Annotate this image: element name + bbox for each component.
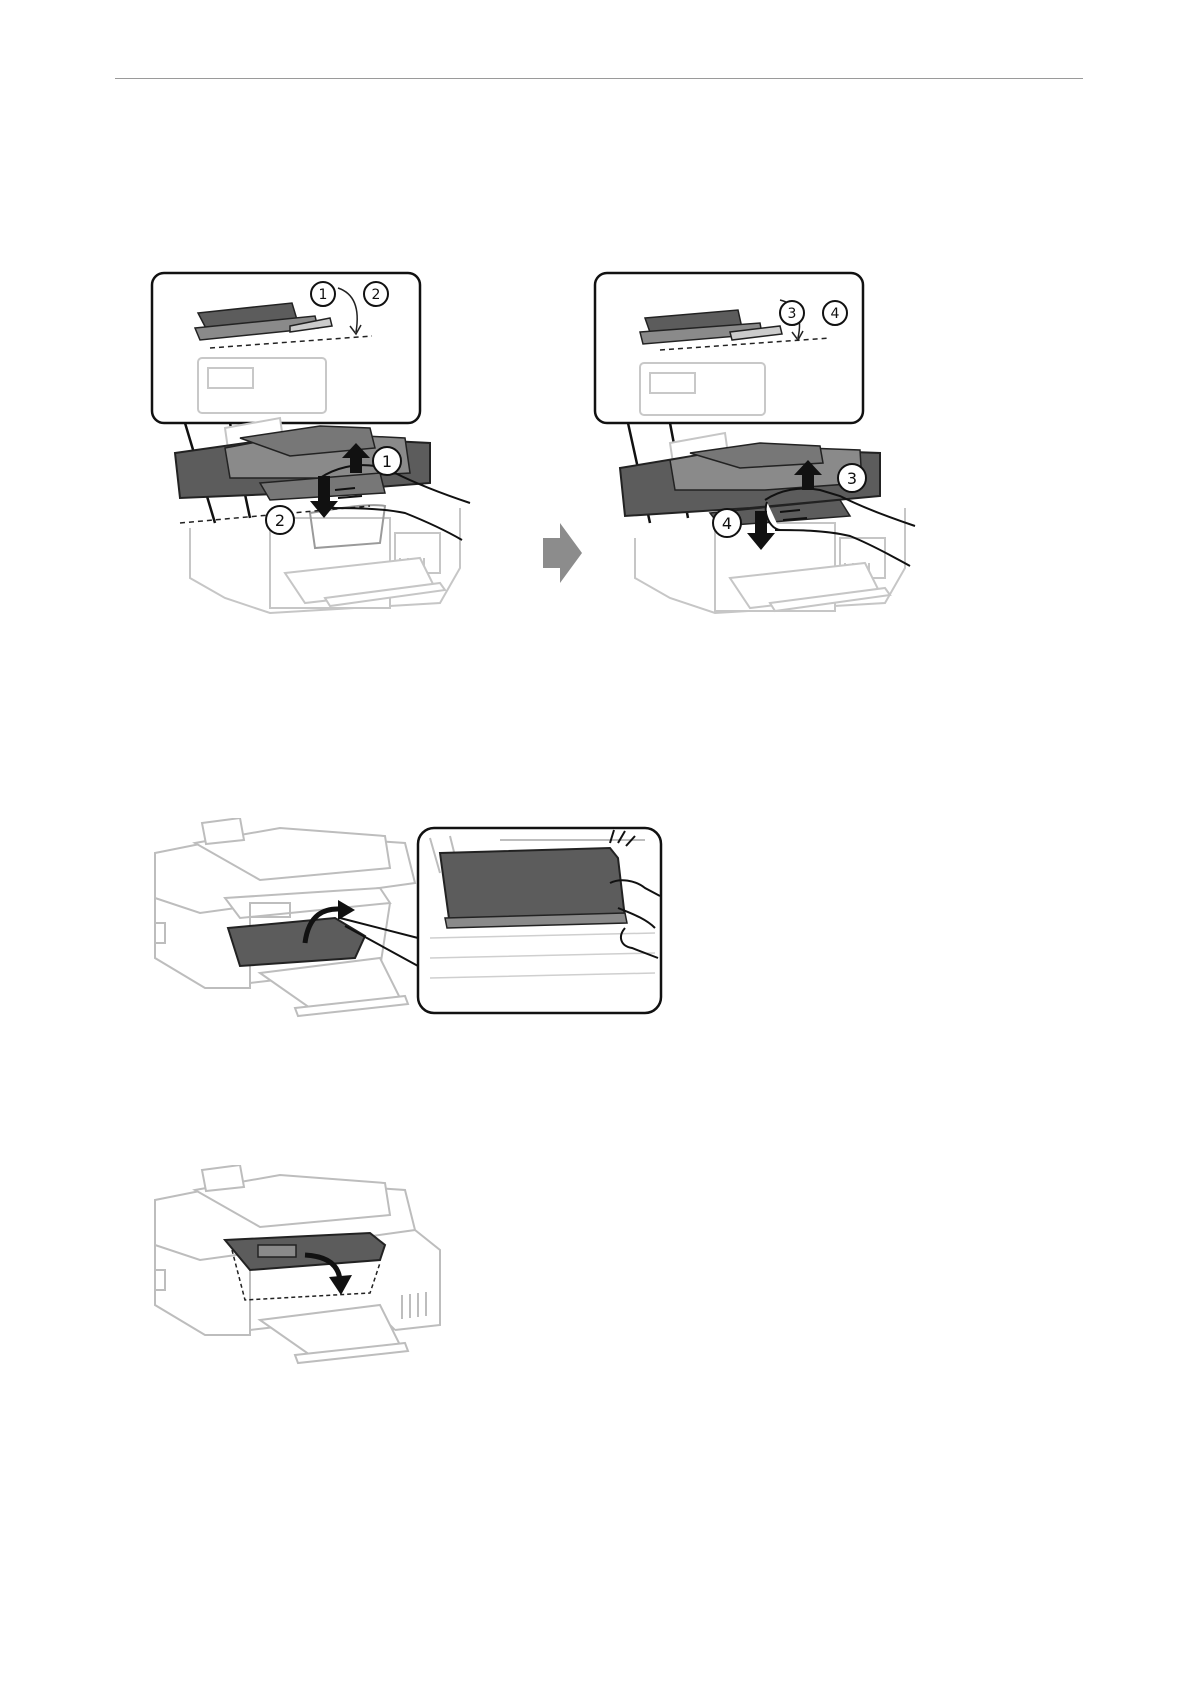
callout-1-icon: 1 [311,282,335,306]
svg-text:2: 2 [372,287,381,303]
printer-scanner-unit-icon [175,418,460,613]
svg-text:1: 1 [319,287,328,303]
callout-3-icon: 3 [838,464,866,492]
figure-close-inner-cover [140,818,720,1078]
callout-1-icon: 1 [373,447,401,475]
svg-text:3: 3 [847,469,857,488]
scanner-cover-icon [225,1233,385,1270]
header-rule [115,78,1083,79]
svg-text:3: 3 [788,306,797,322]
svg-text:4: 4 [722,514,732,533]
printer-scanner-unit-icon [155,818,415,1016]
svg-text:4: 4 [831,306,840,322]
figure-close-scanner-cover [140,1165,460,1405]
figure-close-scanner-unit: 1 2 1 2 [140,268,940,668]
callout-2-icon: 2 [266,506,294,534]
callout-2-icon: 2 [364,282,388,306]
inner-cover-icon [228,918,365,966]
callout-3-icon: 3 [780,301,804,325]
callout-4-icon: 4 [713,509,741,537]
callout-4-icon: 4 [823,301,847,325]
step-arrow-icon [543,523,582,583]
svg-text:2: 2 [275,511,285,530]
svg-text:1: 1 [382,452,392,471]
